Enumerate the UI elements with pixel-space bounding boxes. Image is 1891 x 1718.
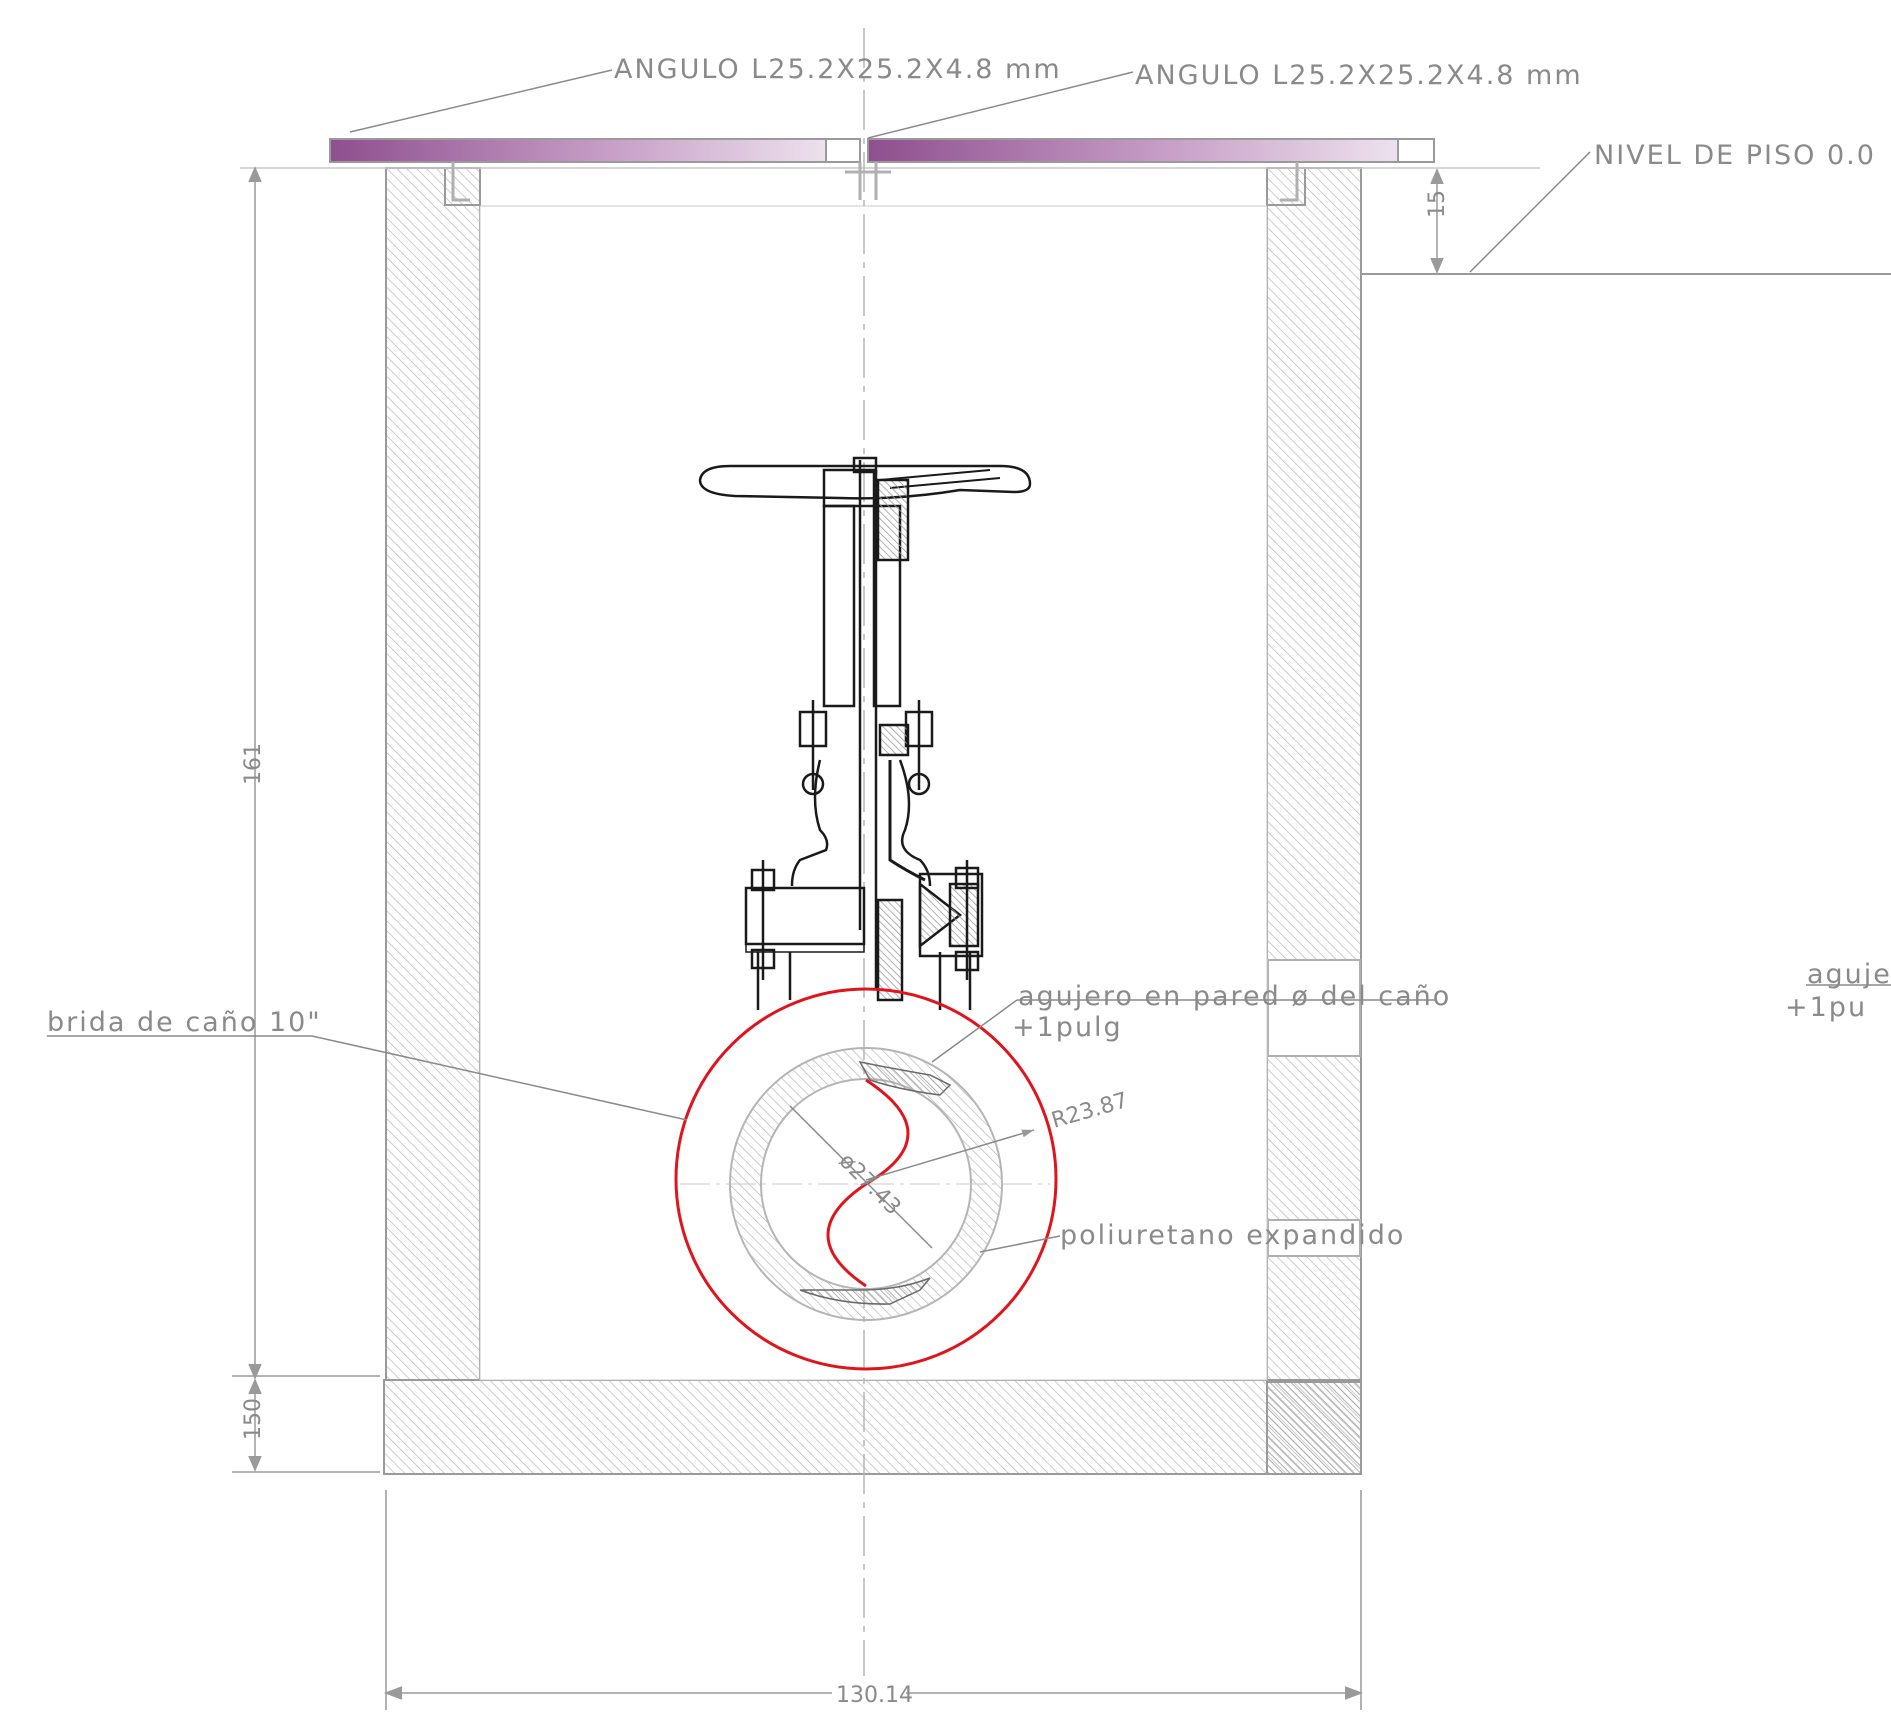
s-curve <box>826 1078 910 1288</box>
agujero-label-line1: agujero en pared ø del caño <box>1018 981 1451 1012</box>
lid-right <box>867 138 1435 163</box>
poliuretano-label: poliuretano expandido <box>1060 1220 1405 1251</box>
wall-opening-top <box>1267 959 1361 1057</box>
nivel-piso-label: NIVEL DE PISO 0.0 <box>1594 140 1876 171</box>
base-slab <box>383 1379 1362 1475</box>
dim-height-main: 161 <box>241 743 266 785</box>
dim-width-total: 130.14 <box>836 1683 913 1708</box>
gate-valve <box>698 456 1032 1010</box>
leader-lines <box>47 69 1891 1253</box>
dim-height-base: 150 <box>241 1398 266 1440</box>
angulo-right-label: ANGULO L25.2X25.2X4.8 mm <box>1135 60 1583 91</box>
lid-left <box>329 138 861 163</box>
pipe-section <box>674 987 1058 1371</box>
highlight-circle <box>674 987 1058 1371</box>
brida-label: brida de caño 10" <box>47 1007 322 1038</box>
wall-opening-bottom <box>1267 1219 1361 1257</box>
right-wall <box>1266 167 1362 1381</box>
chamber <box>383 167 1362 1475</box>
lid <box>329 138 1435 202</box>
angulo-left-label: ANGULO L25.2X25.2X4.8 mm <box>614 54 1062 85</box>
dim-height-top: 15 <box>1425 190 1450 218</box>
agujero-label-line2: +1pulg <box>1012 1012 1123 1043</box>
agujero-cut-label-line1: aguje <box>1807 959 1891 990</box>
handwheel <box>698 464 1032 500</box>
left-wall <box>385 167 481 1381</box>
base-slab-corner <box>1266 1381 1362 1475</box>
agujero-cut-label-line2: +1pu <box>1785 992 1867 1023</box>
